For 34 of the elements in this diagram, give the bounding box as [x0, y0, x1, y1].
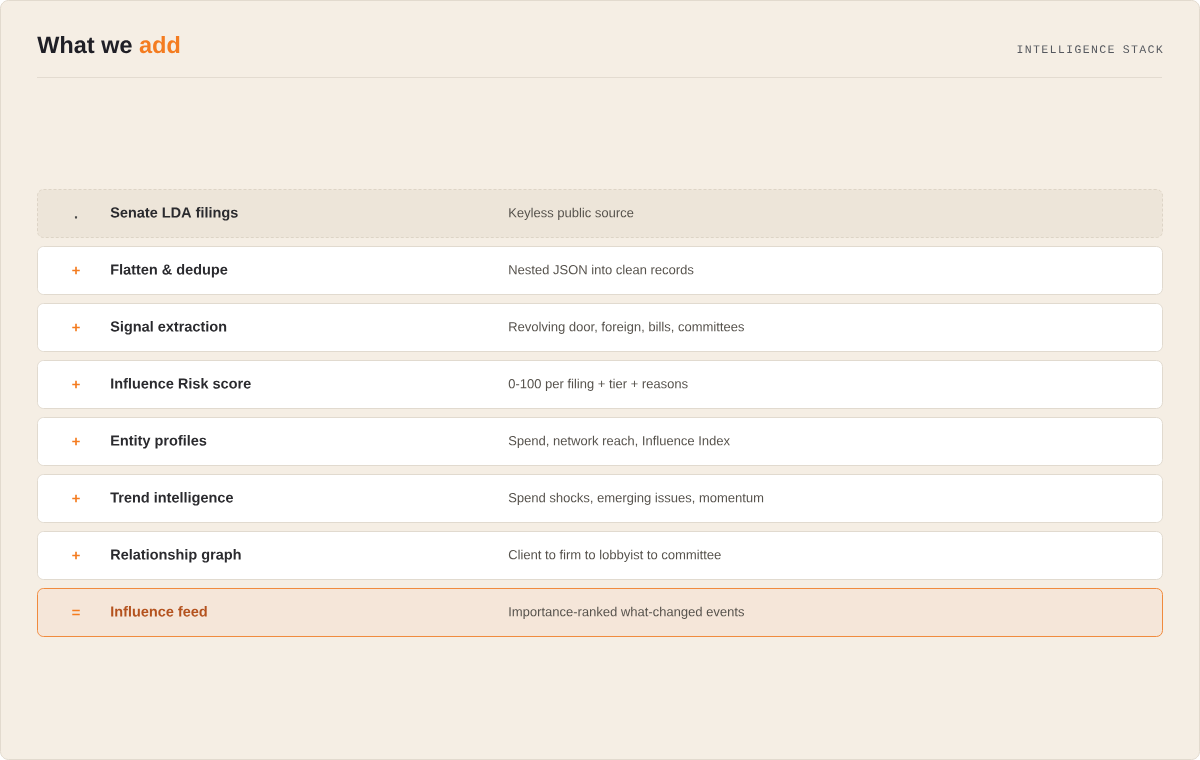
row-title: Signal extraction	[110, 321, 227, 335]
stack-row	[37, 417, 1163, 466]
row-description: 0-100 per filing + tier + reasons	[508, 378, 688, 391]
row-description: Revolving door, foreign, bills, committees	[509, 321, 744, 334]
stack-row	[37, 303, 1163, 352]
row-description: Spend shocks, emerging issues, momentum	[508, 492, 764, 505]
row-symbol: +	[72, 323, 80, 332]
stack-row	[37, 360, 1163, 409]
stack-row	[37, 588, 1163, 637]
stack-row	[37, 189, 1163, 238]
row-description: Importance-ranked what-changed events	[509, 606, 744, 619]
row-description: Client to firm to lobbyist to committee	[508, 549, 721, 562]
row-description: Nested JSON into clean records	[509, 264, 694, 275]
title: What we add	[37, 36, 180, 54]
row-symbol: +	[72, 380, 80, 389]
stack-row	[37, 531, 1163, 580]
row-symbol: .	[74, 216, 78, 219]
row-title: Influence Risk score	[111, 378, 251, 389]
row-title: Trend intelligence	[110, 492, 233, 506]
row-title: Influence feed	[111, 606, 207, 617]
row-title: Relationship graph	[111, 549, 241, 563]
row-symbol: +	[72, 437, 80, 446]
row-title: Entity profiles	[111, 435, 207, 449]
row-title: Senate LDA filings	[110, 207, 238, 221]
row-symbol: +	[72, 494, 80, 503]
stack-row	[37, 474, 1163, 523]
row-description: Spend, network reach, Influence Index	[508, 435, 730, 448]
row-symbol: =	[72, 609, 80, 616]
row-symbol: +	[72, 551, 80, 560]
stack-row	[37, 246, 1163, 295]
row-description: Keyless public source	[509, 207, 634, 220]
row-title: Flatten & dedupe	[111, 264, 228, 278]
section-label: INTELLIGENCE STACK	[1017, 45, 1163, 54]
row-symbol: +	[72, 266, 80, 275]
